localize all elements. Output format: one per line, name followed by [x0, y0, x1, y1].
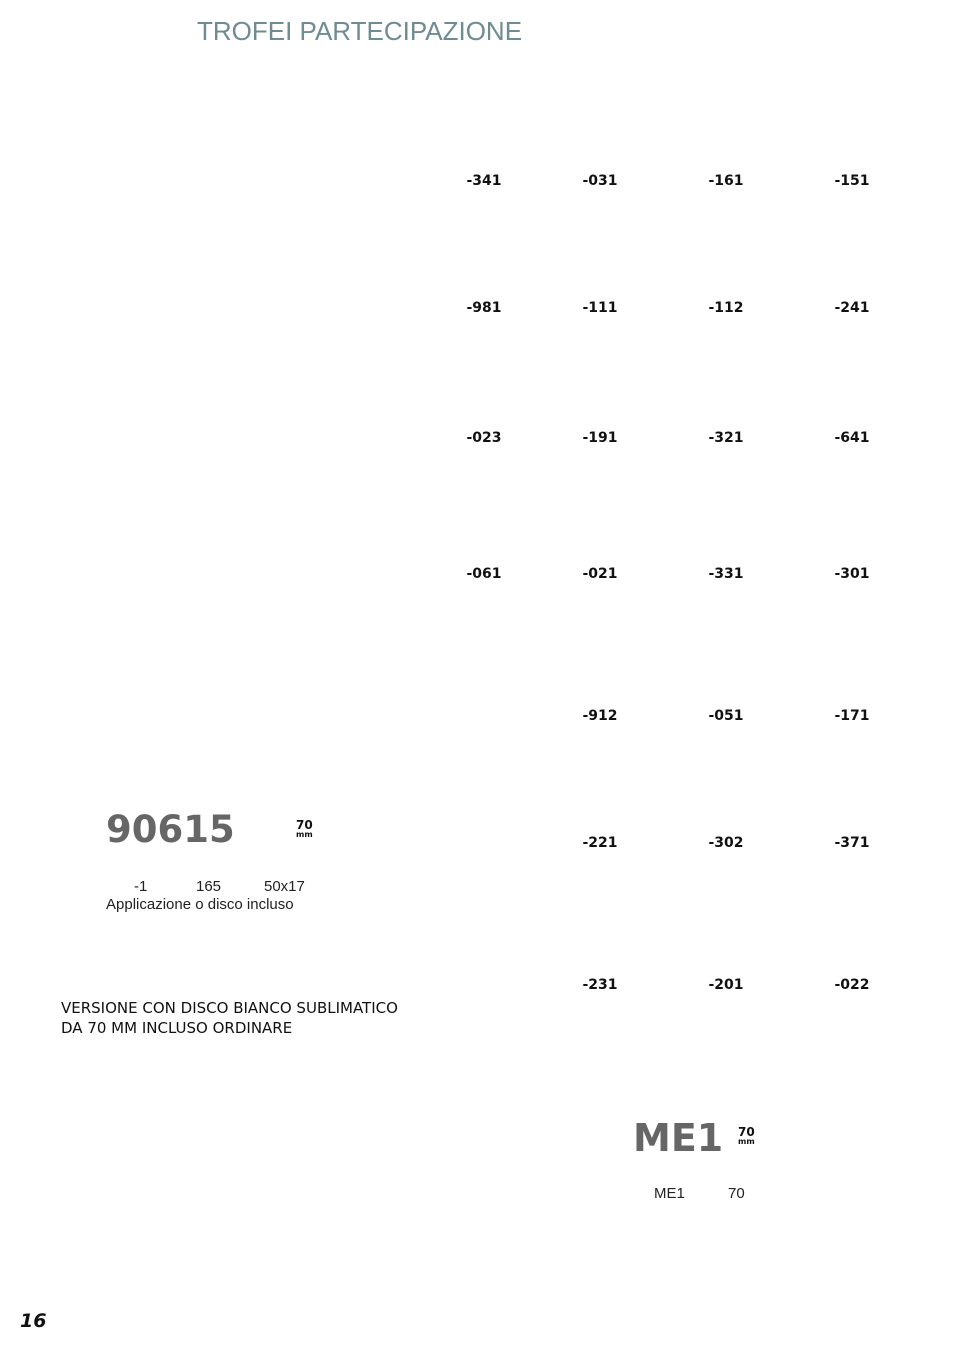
- product-code-suffix: -201: [708, 977, 744, 993]
- product-code-suffix: -051: [708, 708, 744, 724]
- product-code-suffix: -641: [834, 430, 870, 446]
- disc-size-badge: 70 mm: [296, 819, 313, 839]
- product-code-suffix: -171: [834, 708, 870, 724]
- product-code-suffix: -241: [834, 300, 870, 316]
- product-height: 165: [196, 878, 222, 895]
- product-code-suffix: -021: [582, 566, 618, 582]
- disc-version-note: VERSIONE CON DISCO BIANCO SUBLIMATICO DA…: [61, 998, 398, 1038]
- product-code-suffix: -231: [582, 977, 618, 993]
- product-code-suffix: -912: [582, 708, 618, 724]
- product-code-suffix: -061: [466, 566, 502, 582]
- product-code-suffix: -111: [582, 300, 618, 316]
- product-code-suffix: -031: [582, 173, 618, 189]
- product-code-suffix: -331: [708, 566, 744, 582]
- product-code-suffix: -302: [708, 835, 744, 851]
- product-code-suffix: -191: [582, 430, 618, 446]
- me1-ref: ME1: [654, 1185, 685, 1202]
- product-code-suffix: -022: [834, 977, 870, 993]
- product-code-suffix: -341: [466, 173, 502, 189]
- product-code-suffix: -371: [834, 835, 870, 851]
- product-code-suffix: -301: [834, 566, 870, 582]
- product-code-suffix: -981: [466, 300, 502, 316]
- disc-size-unit: mm: [296, 830, 313, 839]
- page-title: TROFEI PARTECIPAZIONE: [197, 16, 523, 46]
- product-code-suffix: -221: [582, 835, 618, 851]
- product-variant: -1: [134, 878, 148, 895]
- disc-size-value: 70: [296, 818, 313, 832]
- product-dimensions: 50x17: [264, 878, 305, 895]
- me1-size-badge: 70 mm: [738, 1126, 755, 1146]
- note-line-1: VERSIONE CON DISCO BIANCO SUBLIMATICO: [61, 999, 398, 1017]
- me1-size-unit: mm: [738, 1137, 755, 1146]
- product-code-suffix: -112: [708, 300, 744, 316]
- page-number: 16: [20, 1310, 47, 1332]
- note-line-2: DA 70 MM INCLUSO ORDINARE: [61, 1019, 293, 1037]
- me1-value: 70: [728, 1185, 745, 1202]
- product-code-suffix: -321: [708, 430, 744, 446]
- me1-size-value: 70: [738, 1125, 755, 1139]
- product-code-suffix: -151: [834, 173, 870, 189]
- product-description: Applicazione o disco incluso: [106, 896, 294, 913]
- product-code-suffix: -023: [466, 430, 502, 446]
- product-code-suffix: -161: [708, 173, 744, 189]
- product-code-90615: 90615: [106, 808, 235, 851]
- product-code-me1: ME1: [633, 1116, 724, 1160]
